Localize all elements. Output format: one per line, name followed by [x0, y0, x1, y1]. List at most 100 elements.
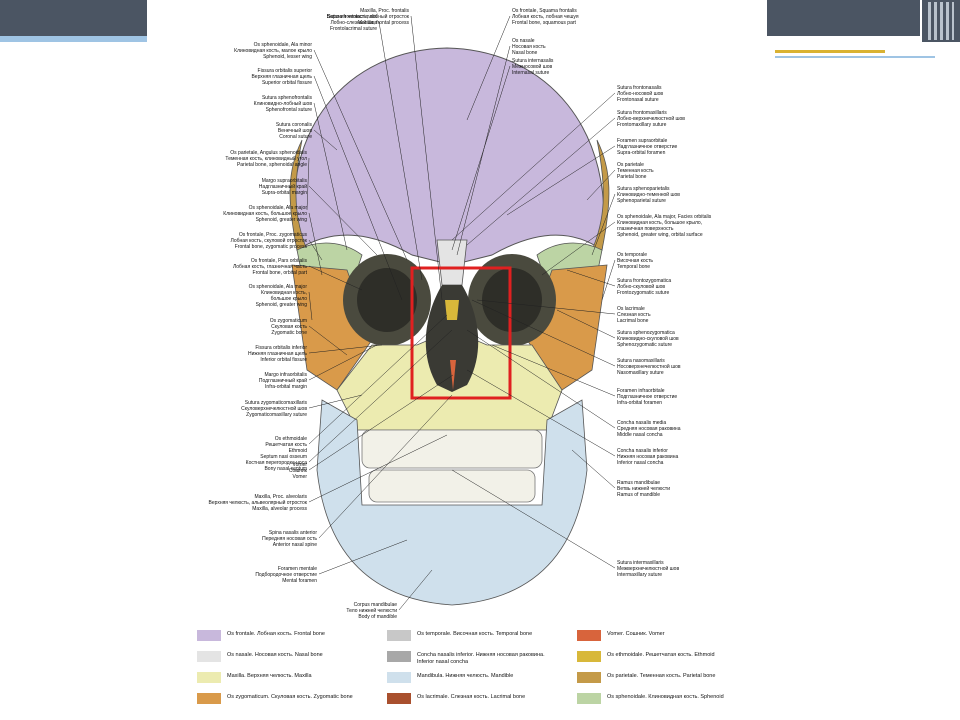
legend-text-0: Os frontale. Лобная кость. Frontal bone [227, 631, 325, 637]
label-left-21: Foramen mentale Подбородочное отверстие … [255, 566, 317, 584]
gold-accent-line [775, 50, 885, 53]
label-right-0: Os frontale, Squama frontalis Лобная кос… [512, 8, 579, 26]
leader-line [451, 92, 616, 241]
label-right-11: Os lacrimale Слезная кость Lacrimal bone [617, 306, 651, 324]
corner-decoration [920, 0, 960, 42]
leader-line [601, 259, 616, 301]
parietal-right [591, 139, 610, 251]
leader-line [378, 21, 423, 281]
legend-swatch-11 [577, 693, 601, 704]
label-right-18: Sutura intermaxillaris Межверхнечелюстно… [617, 560, 680, 578]
leader-line [398, 569, 433, 611]
label-right-17: Ramus mandibulae Ветвь нижней челюсти Ra… [617, 480, 670, 498]
label-right-14: Foramen infraorbitale Подглазничное отве… [617, 388, 678, 406]
leader-line [566, 269, 616, 287]
leader-line [591, 193, 616, 256]
label-right-5: Foramen supraorbitale Надглазничное отве… [617, 138, 678, 156]
label-left-9: Os frontale, Proc. zygomaticus Лобная ко… [230, 232, 307, 250]
leader-line [571, 449, 616, 489]
label-left-5: Sutura coronalis Венечный шов Coronal su… [275, 122, 312, 140]
leader-line [308, 394, 363, 409]
leader-line [313, 75, 403, 301]
label-right-13: Sutura nasomaxillaris Носоверхнечелюстно… [617, 358, 681, 376]
label-left-6: Os parietale, Angulus sphenoidalis Темен… [225, 150, 307, 168]
leader-line [308, 344, 383, 354]
leader-line [451, 65, 511, 251]
leader-line [471, 299, 616, 367]
frontal-bone [293, 47, 605, 266]
lower-teeth [368, 469, 536, 503]
blue-accent-line [775, 56, 935, 58]
leader-line [308, 325, 348, 356]
label-left-1: Maxilla, Proc. frontalis Верхняя челюсть… [326, 8, 409, 26]
label-right-16: Concha nasalis inferior Нижняя носовая р… [617, 448, 679, 466]
legend-text-10: Os parietale. Теменная кость. Parietal b… [607, 673, 716, 679]
skull-figure: Os frontale, Squama frontalis Лобная кос… [147, 0, 767, 720]
legend-text-2: Maxilla. Верхняя челюсть. Maxilla [227, 673, 312, 679]
leader-line [308, 291, 313, 321]
nasal-aperture [425, 285, 479, 392]
legend-swatch-2 [197, 672, 221, 683]
legend-text-5: Concha nasalis inferior. Нижняя носовая … [417, 652, 545, 665]
legend-text-1: Os nasale. Носовая кость. Nasal bone [227, 652, 323, 658]
mandible [316, 399, 588, 606]
label-right-4: Sutura frontomaxillaris Лобно-верхнечелю… [617, 110, 685, 128]
legend-text-11: Os sphenoidale. Клиновидная кость. Sphen… [607, 694, 724, 700]
label-left-8: Os sphenoidale, Ala major Клиновидная ко… [223, 205, 307, 223]
label-left-16: Os ethmoidale Решетчатая кость Ethmoid [265, 436, 307, 454]
label-left-2: Os sphenoidale, Ala minor Клиновидная ко… [234, 42, 312, 60]
leader-line [466, 329, 616, 429]
leader-line [308, 185, 378, 256]
label-left-17: Septum nasi osseum Костная перегородка н… [245, 454, 307, 472]
leader-line [313, 102, 348, 251]
label-right-6: Os parietale Теменная кость Parietal bon… [617, 162, 654, 180]
header-accent-line [0, 36, 147, 42]
label-left-4: Sutura sphenofrontalis Клиновидно-лобный… [253, 95, 312, 113]
ethmoid [445, 300, 459, 320]
leader-line [476, 299, 616, 315]
leader-line [308, 344, 378, 381]
label-left-15: Sutura zygomaticomaxillaris Скуловерхнеч… [241, 400, 307, 418]
upper-teeth [361, 429, 543, 469]
legend-text-6: Mandibula. Нижняя челюсть. Mandible [417, 673, 514, 679]
leader-line [451, 469, 616, 569]
legend-swatch-10 [577, 672, 601, 683]
label-right-1: Os nasale Носовая кость Nasal bone [512, 38, 546, 56]
legend-text-3: Os zygomaticum. Скуловая кость. Zygomati… [227, 694, 353, 700]
leader-line [313, 49, 408, 261]
leader-line [466, 15, 511, 121]
label-left-7: Margo supraorbitalis Надглазничный край … [258, 178, 307, 196]
label-left-19: Maxilla, Proc. alveolaris Верхняя челюст… [208, 494, 308, 512]
leader-line [308, 329, 453, 463]
leader-line [556, 309, 616, 339]
label-right-2: Sutura internasalis Межносовой шов Inter… [512, 58, 554, 76]
leader-line [466, 369, 616, 457]
leader-line [466, 117, 616, 246]
leader-line [313, 129, 338, 151]
legend-text-8: Vomer. Сошник. Vomer [607, 631, 665, 637]
label-left-20: Spina nasalis anterior Передняя носовая … [262, 530, 317, 548]
legend-swatch-9 [577, 651, 601, 662]
legend-text-4: Os temporale. Височная кость. Temporal b… [417, 631, 533, 637]
label-right-8: Os sphenoidale, Ala major, Facies orbita… [617, 214, 712, 238]
label-right-3: Sutura frontonasalis Лобно-носовой шов F… [617, 85, 664, 103]
legend-swatch-7 [387, 693, 411, 704]
leader-line [506, 145, 616, 216]
leader-line [318, 394, 453, 539]
nasal-bone [436, 239, 468, 286]
label-left-10: Os frontale, Pars orbitalis Лобная кость… [233, 258, 307, 276]
leader-line [308, 434, 448, 503]
legend-swatch-4 [387, 630, 411, 641]
label-left-12: Os zygomaticum Скуловая кость Zygomatic … [269, 318, 307, 336]
leader-line [410, 15, 443, 301]
label-left-18: Vomer Сошник Vomer [288, 462, 307, 480]
leader-line [308, 212, 323, 276]
leader-line [308, 314, 448, 445]
nasal-highlight-box [410, 266, 512, 400]
label-right-9: Os temporale Височная кость Temporal bon… [617, 252, 654, 270]
leader-line [306, 157, 310, 211]
legend-swatch-6 [387, 672, 411, 683]
label-right-15: Concha nasalis media Средняя носовая рак… [617, 420, 681, 438]
legend-swatch-1 [197, 651, 221, 662]
legend-text-9: Os ethmoidale. Решетчатая кость. Ethmoid [607, 652, 715, 658]
